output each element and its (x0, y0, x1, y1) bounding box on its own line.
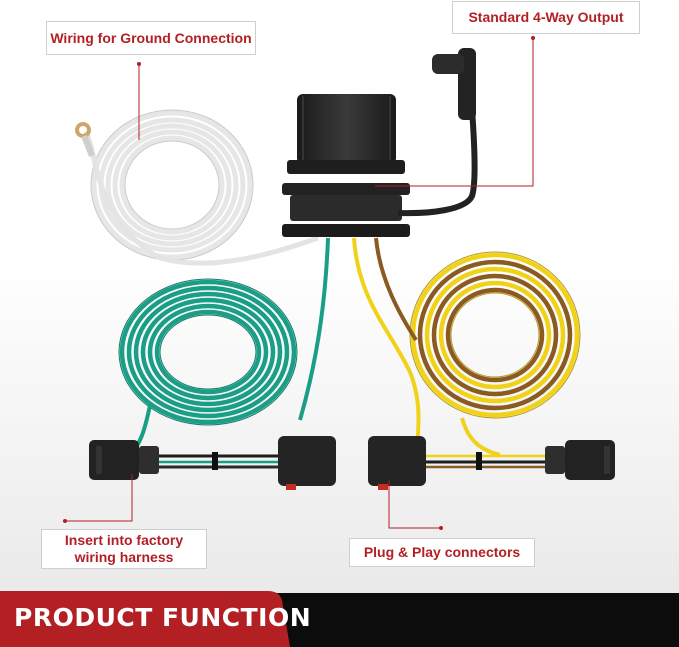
callout-ground-text: Wiring for Ground Connection (50, 29, 252, 46)
yellow-brown-wire-coil (410, 252, 580, 418)
ground-wire-lead (89, 149, 319, 266)
four-way-output-housing (282, 94, 410, 237)
banner-title: PRODUCT FUNCTION (14, 603, 312, 632)
ring-terminal-icon (75, 122, 95, 158)
factory-connector-male-left (89, 440, 159, 480)
callout-ground-connection: Wiring for Ground Connection (46, 21, 256, 55)
callout-insert-factory-harness: Insert into factory wiring harness (41, 529, 207, 569)
callout-output-text: Standard 4-Way Output (468, 9, 624, 25)
leader-lines (65, 36, 534, 529)
yellow-wire-lead (352, 237, 421, 456)
brown-wire-lead (374, 237, 418, 342)
plug-connector-female-left (278, 436, 336, 490)
callout-plug-text: Plug & Play connectors (363, 544, 521, 560)
dust-cap-icon (397, 48, 478, 217)
ground-wire-coil (91, 110, 253, 260)
green-wire-lead (298, 237, 330, 421)
banner-accent (0, 591, 290, 647)
callout-four-way-output: Standard 4-Way Output (452, 1, 640, 34)
callout-plug-and-play: Plug & Play connectors (349, 538, 535, 567)
factory-connector-male-right (545, 440, 615, 480)
callout-insert-text-line2: wiring harness (74, 549, 174, 565)
plug-connector-female-right (368, 436, 426, 490)
green-wire-coil (119, 279, 297, 425)
callout-insert-text-line1: Insert into factory (64, 532, 184, 548)
